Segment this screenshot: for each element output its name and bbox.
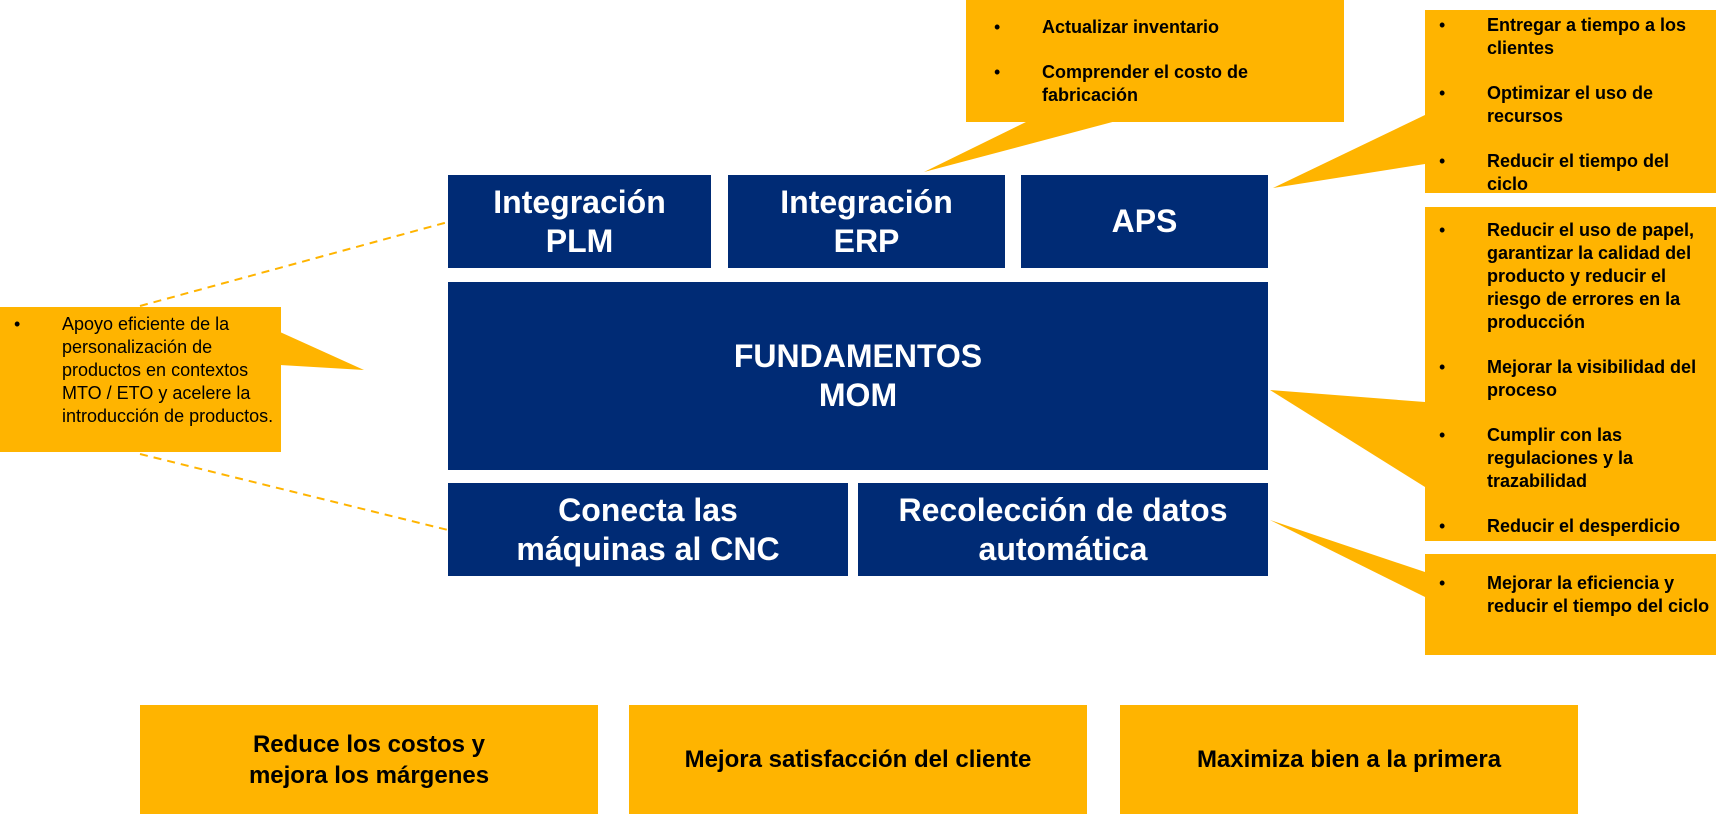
block-integracion-plm: Integración PLM bbox=[448, 175, 711, 268]
list-item: •Mejorar la eficiencia y reducir el tiem… bbox=[1439, 573, 1710, 616]
benefit-bien-primera-label: Maximiza bien a la primera bbox=[1196, 746, 1502, 773]
callout-erp: •Actualizar inventario •Comprender el co… bbox=[966, 0, 1344, 122]
block-fundamentos-mom: FUNDAMENTOS MOM bbox=[448, 282, 1268, 470]
plm-callout-pointer bbox=[280, 332, 364, 370]
callout-plm: •Apoyo eficiente de la personalización d… bbox=[0, 307, 281, 452]
list-item: •Comprender el costo de fabricación bbox=[994, 62, 1249, 105]
callout-plm-list: •Apoyo eficiente de la personalización d… bbox=[0, 313, 277, 428]
benefit-satisfaccion-cliente-label: Mejora satisfacción del cliente bbox=[684, 746, 1032, 773]
benefit-reduce-costos-label: Reduce los costos y mejora los márgenes bbox=[248, 730, 490, 789]
aps-callout-pointer bbox=[1273, 115, 1425, 188]
list-item: •Mejorar la visibilidad del proceso bbox=[1439, 357, 1697, 400]
cnc-dashed-connector-bottom bbox=[139, 453, 449, 531]
list-item: •Entregar a tiempo a los clientes bbox=[1439, 15, 1687, 58]
plm-dashed-connector-top bbox=[139, 221, 449, 307]
block-aps: APS bbox=[1021, 175, 1268, 268]
bullet-icon: • bbox=[1439, 425, 1446, 445]
block-conecta-maquinas-cnc-label: Conecta las máquinas al CNC bbox=[516, 491, 780, 567]
benefit-bien-primera: Maximiza bien a la primera bbox=[1120, 705, 1578, 814]
benefit-satisfaccion-cliente: Mejora satisfacción del cliente bbox=[629, 705, 1087, 814]
list-item: •Reducir el tiempo del ciclo bbox=[1439, 151, 1670, 194]
block-integracion-erp: Integración ERP bbox=[728, 175, 1005, 268]
block-conecta-maquinas-cnc: Conecta las máquinas al CNC bbox=[448, 483, 848, 576]
callout-recoleccion-datos-list: •Mejorar la eficiencia y reducir el tiem… bbox=[1425, 572, 1710, 618]
bullet-icon: • bbox=[1439, 151, 1446, 171]
list-item: •Reducir el uso de papel, garantizar la … bbox=[1439, 220, 1695, 332]
callout-aps: •Entregar a tiempo a los clientes •Optim… bbox=[1425, 10, 1716, 196]
bullet-icon: • bbox=[1439, 220, 1446, 240]
callout-erp-list: •Actualizar inventario •Comprender el co… bbox=[980, 16, 1334, 107]
block-aps-label: APS bbox=[1111, 203, 1178, 239]
list-item: •Optimizar el uso de recursos bbox=[1439, 83, 1654, 126]
bullet-icon: • bbox=[994, 17, 1001, 37]
list-item: •Cumplir con las regulaciones y la traza… bbox=[1439, 425, 1634, 491]
block-integracion-erp-label: Integración ERP bbox=[780, 183, 953, 259]
callout-mom: •Reducir el uso de papel, garantizar la … bbox=[1425, 207, 1716, 541]
bullet-icon: • bbox=[1439, 83, 1446, 103]
callout-aps-list: •Entregar a tiempo a los clientes •Optim… bbox=[1425, 14, 1710, 196]
bullet-icon: • bbox=[1439, 357, 1446, 377]
callout-recoleccion-datos: •Mejorar la eficiencia y reducir el tiem… bbox=[1425, 554, 1716, 655]
bullet-icon: • bbox=[1439, 516, 1446, 536]
block-recoleccion-datos-label: Recolección de datos automática bbox=[898, 491, 1228, 567]
bullet-icon: • bbox=[14, 314, 21, 334]
list-item: •Apoyo eficiente de la personalización d… bbox=[14, 314, 274, 426]
benefit-reduce-costos: Reduce los costos y mejora los márgenes bbox=[140, 705, 598, 814]
block-fundamentos-mom-label: FUNDAMENTOS MOM bbox=[733, 338, 983, 413]
list-item: •Reducir el desperdicio bbox=[1439, 516, 1681, 536]
bullet-icon: • bbox=[1439, 573, 1446, 593]
callout-mom-list: •Reducir el uso de papel, garantizar la … bbox=[1425, 219, 1710, 538]
datos-callout-pointer bbox=[1270, 520, 1425, 597]
bullet-icon: • bbox=[1439, 15, 1446, 35]
list-item: •Actualizar inventario bbox=[994, 17, 1220, 37]
erp-callout-pointer bbox=[924, 120, 1120, 172]
bullet-icon: • bbox=[994, 62, 1001, 82]
block-recoleccion-datos: Recolección de datos automática bbox=[858, 483, 1268, 576]
block-integracion-plm-label: Integración PLM bbox=[493, 183, 666, 259]
mom-callout-pointer bbox=[1270, 390, 1425, 487]
